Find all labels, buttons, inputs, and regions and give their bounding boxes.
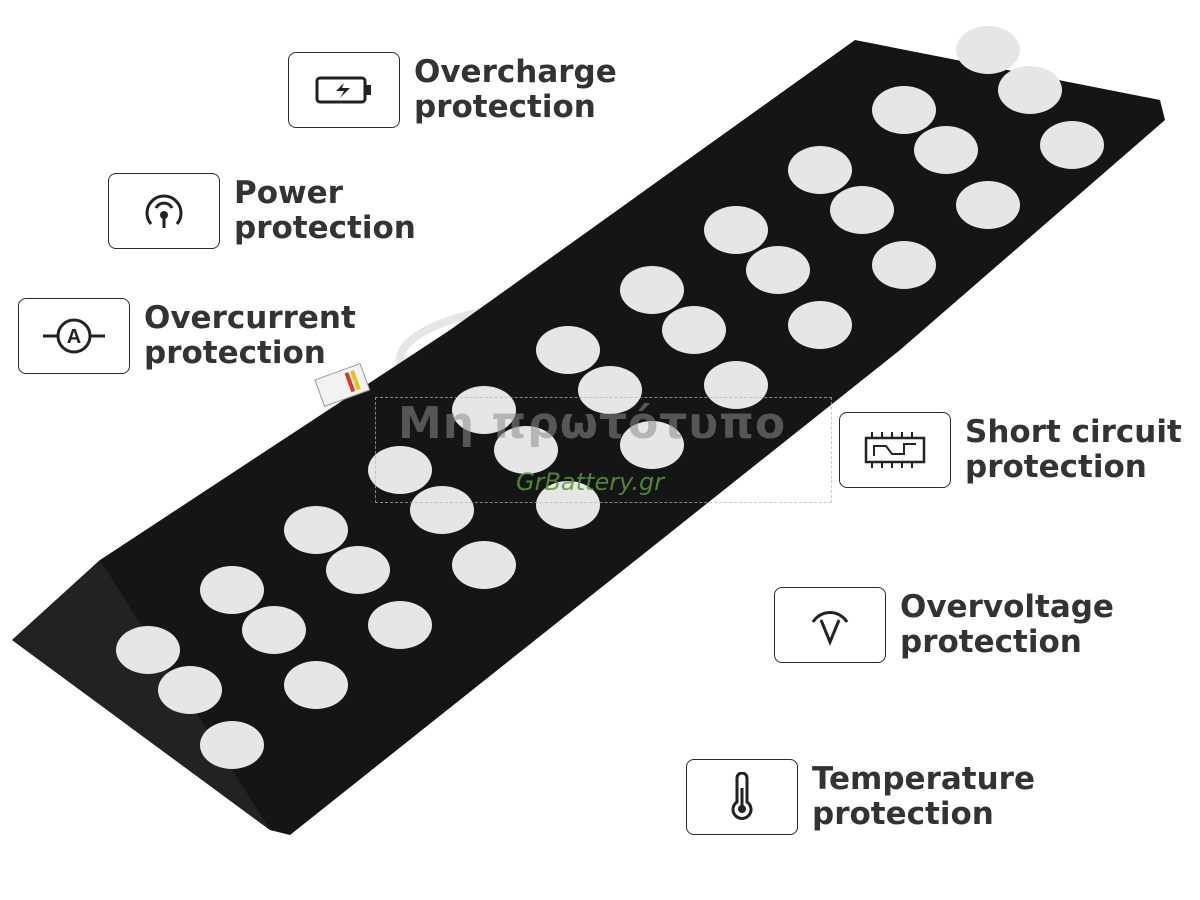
feature-title: Temperature <box>812 761 1035 797</box>
cell-hole <box>620 421 684 469</box>
cell-hole <box>536 326 600 374</box>
svg-text:A: A <box>67 326 81 348</box>
cell-hole <box>956 181 1020 229</box>
watermark-frame <box>375 397 832 503</box>
cell-hole <box>914 126 978 174</box>
ammeter-icon: A <box>18 298 130 374</box>
cell-hole <box>872 86 936 134</box>
cell-hole <box>284 661 348 709</box>
feature-subtitle: protection <box>965 449 1147 485</box>
battery-connector <box>314 362 371 407</box>
cell-hole <box>410 486 474 534</box>
feature-title: Power <box>234 175 343 211</box>
battery-cell-holes <box>116 26 1104 769</box>
cell-hole <box>788 146 852 194</box>
cell-hole <box>452 386 516 434</box>
cell-hole <box>830 186 894 234</box>
watermark-brand: GrBattery.gr <box>516 468 665 496</box>
cell-hole <box>284 506 348 554</box>
watermark-text: Μη πρωτότυπο <box>398 398 787 449</box>
cell-hole <box>368 446 432 494</box>
cell-hole <box>368 601 432 649</box>
cell-hole <box>116 626 180 674</box>
cell-hole <box>620 266 684 314</box>
feature-subtitle: protection <box>900 624 1082 660</box>
voltmeter-icon <box>774 587 886 663</box>
feature-subtitle: protection <box>414 89 596 125</box>
cell-hole <box>452 541 516 589</box>
cell-hole <box>788 301 852 349</box>
feature-title: Overcharge <box>414 54 617 90</box>
feature-subtitle: protection <box>234 210 416 246</box>
cell-hole <box>200 566 264 614</box>
cell-hole <box>158 666 222 714</box>
cell-hole <box>998 66 1062 114</box>
cell-hole <box>326 546 390 594</box>
feature-title: Short circuit <box>965 414 1182 450</box>
cell-hole <box>578 366 642 414</box>
cell-hole <box>1040 121 1104 169</box>
cell-hole <box>242 606 306 654</box>
feature-title: Overvoltage <box>900 589 1114 625</box>
feature-subtitle: protection <box>812 796 994 832</box>
cell-hole <box>536 481 600 529</box>
cell-hole <box>200 721 264 769</box>
thermometer-icon <box>686 759 798 835</box>
circuit-board-icon <box>839 412 951 488</box>
cell-hole <box>956 26 1020 74</box>
cell-hole <box>662 306 726 354</box>
cell-hole <box>494 426 558 474</box>
cell-hole <box>872 241 936 289</box>
feature-subtitle: protection <box>144 335 326 371</box>
cell-hole <box>704 206 768 254</box>
power-gauge-icon <box>108 173 220 249</box>
feature-title: Overcurrent <box>144 300 356 336</box>
battery-charge-icon <box>288 52 400 128</box>
cell-hole <box>746 246 810 294</box>
